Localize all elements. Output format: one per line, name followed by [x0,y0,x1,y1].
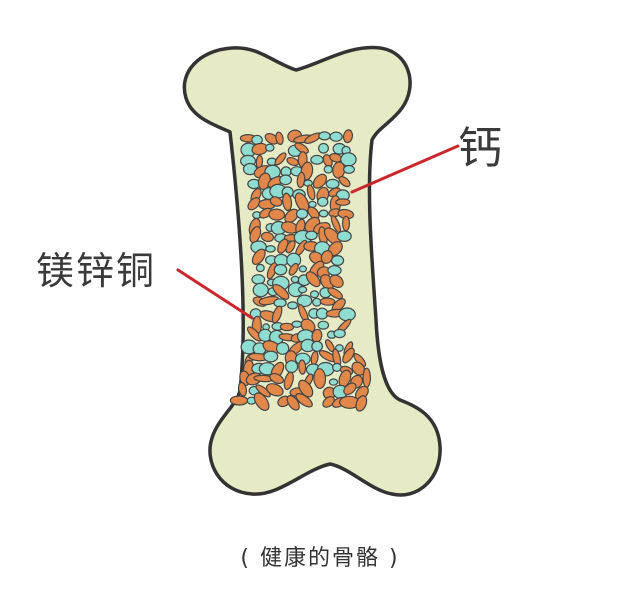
magnesium-zinc-copper-label: 镁锌铜 [36,249,157,293]
mineral-particle [265,143,275,152]
mineral-particle [336,230,352,242]
calcium-particle [286,394,300,411]
mineral-particle [290,275,300,284]
calcium-particle [246,326,262,342]
mineral-particle [298,265,307,273]
mineral-particle [265,245,276,253]
mineral-particle [332,362,342,372]
mineral-particle [308,200,317,209]
mineral-particle [328,378,339,386]
calcium-particle [272,283,290,300]
calcium-particle [282,192,293,212]
mineral-particle [311,340,324,352]
caption: ( 健康的骨骼 ) [240,546,400,571]
calcium-particle [268,208,286,221]
mineral-particle [275,341,290,355]
calcium-particle [251,248,266,265]
mineral-particle [333,328,346,339]
calcium-particle [306,184,316,201]
calcium-particle [362,367,372,388]
mineral-particle [263,350,279,363]
calcium-particle [342,347,355,364]
mineral-particle [255,263,265,273]
mineral-particle [312,297,322,307]
calcium-particle [327,287,344,300]
mineral-particle [343,164,356,174]
mineral-particle [287,301,299,310]
calcium-particle [294,142,309,154]
calcium-particle [342,129,354,144]
mineral-particles [229,129,372,412]
calcium-particle [322,395,335,408]
calcium-particle [319,297,336,306]
mineral-particle [291,320,303,328]
calcium-particle [274,152,287,166]
mineral-particle [318,131,331,141]
mineral-particle [338,307,356,322]
mineral-particle [310,154,324,165]
calcium-particle [341,215,351,232]
mineral-particle [279,174,293,186]
mg-zn-cu-pointer-line [176,268,254,320]
calcium-particle [229,395,249,406]
mineral-particle [327,265,342,276]
mineral-particle [251,274,266,285]
mineral-particle [329,131,343,142]
calcium-particle [312,173,328,189]
calcium-particle [288,262,299,276]
calcium-particle [249,225,262,244]
calcium-particle [237,381,248,397]
calcium-particle [279,322,295,332]
calcium-particle [269,372,284,385]
mineral-particle [296,294,313,308]
calcium-particle [285,240,296,254]
calcium-particle [343,382,357,396]
calcium-particle [260,231,275,243]
calcium-label: 钙 [458,123,502,174]
calcium-particle [355,395,368,412]
mineral-particle [295,208,309,220]
calcium-particle [247,197,261,211]
mineral-particle [335,344,344,352]
calcium-particle [295,393,313,408]
calcium-particle [271,305,283,324]
mineral-particle [252,282,269,298]
mineral-particle [318,142,330,154]
calcium-particle [313,368,327,389]
calcium-particle [298,379,314,398]
calcium-particle [296,171,306,189]
mineral-particle [317,320,330,330]
calcium-particle [338,175,351,188]
calcium-particle [305,271,321,288]
calcium-particle [335,198,351,206]
mineral-particle [298,285,308,294]
mineral-particle [331,255,345,267]
mineral-particle [317,196,329,207]
calcium-particle [265,383,284,397]
calcium-particle [286,156,300,167]
mineral-particle [285,360,299,374]
mineral-particle [309,290,320,299]
mineral-particle [273,263,288,276]
mineral-particle [325,178,340,189]
calcium-particle [275,131,284,146]
calcium-pointer-line [350,144,460,194]
calcium-particle [329,274,344,289]
calcium-particle [269,196,283,207]
calcium-particle [298,359,307,375]
calcium-particle [283,371,294,391]
mineral-particle [305,230,318,241]
mineral-particle [318,209,329,218]
calcium-particle [253,392,270,412]
mineral-particle [323,165,333,174]
